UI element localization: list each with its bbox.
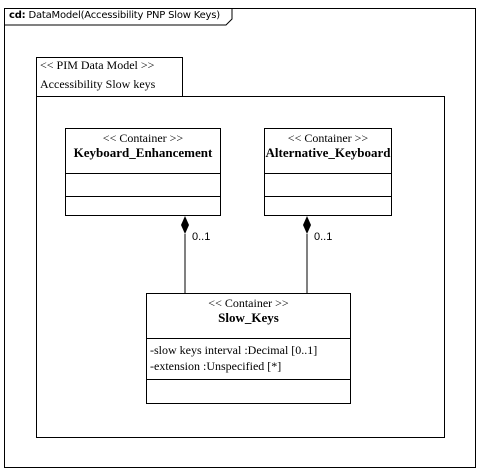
multiplicity-left: 0..1 (192, 231, 211, 243)
class-keyboard-enhancement[interactable]: << Container >> Keyboard_Enhancement (65, 128, 221, 216)
class-header: << Container >> Keyboard_Enhancement (66, 129, 220, 174)
class-header: << Container >> Alternative_Keyboard (265, 129, 391, 174)
operations-compartment (147, 380, 350, 402)
frame-kind: cd: (9, 10, 26, 21)
class-slow-keys[interactable]: << Container >> Slow_Keys -slow keys int… (146, 293, 351, 404)
attributes-compartment: -slow keys interval :Decimal [0..1] -ext… (147, 339, 350, 380)
attributes-compartment (66, 174, 220, 197)
package-name: Accessibility Slow keys (40, 77, 156, 91)
frame-title: cd: DataModel(Accessibility PNP Slow Key… (9, 10, 220, 21)
composition-diamond-right (303, 216, 311, 234)
operations-compartment (265, 197, 391, 216)
diagram-frame (4, 8, 476, 468)
class-stereotype: << Container >> (287, 131, 369, 145)
multiplicity-right: 0..1 (314, 231, 333, 243)
composition-diamond-left (181, 216, 189, 234)
attribute-slow-keys-interval: -slow keys interval :Decimal [0..1] (150, 343, 318, 357)
class-header: << Container >> Slow_Keys (147, 294, 350, 339)
package-stereotype: << PIM Data Model >> (40, 58, 155, 72)
class-name: Slow_Keys (218, 310, 279, 325)
frame-name: DataModel(Accessibility PNP Slow Keys) (28, 10, 220, 21)
operations-compartment (66, 197, 220, 216)
class-name: Alternative_Keyboard (265, 145, 391, 160)
class-stereotype: << Container >> (102, 131, 184, 145)
class-name: Keyboard_Enhancement (73, 145, 213, 160)
attribute-extension: -extension :Unspecified [*] (150, 359, 282, 373)
package-tab (36, 57, 183, 97)
attributes-compartment (265, 174, 391, 197)
class-alternative-keyboard[interactable]: << Container >> Alternative_Keyboard (264, 128, 392, 216)
class-stereotype: << Container >> (208, 296, 289, 310)
